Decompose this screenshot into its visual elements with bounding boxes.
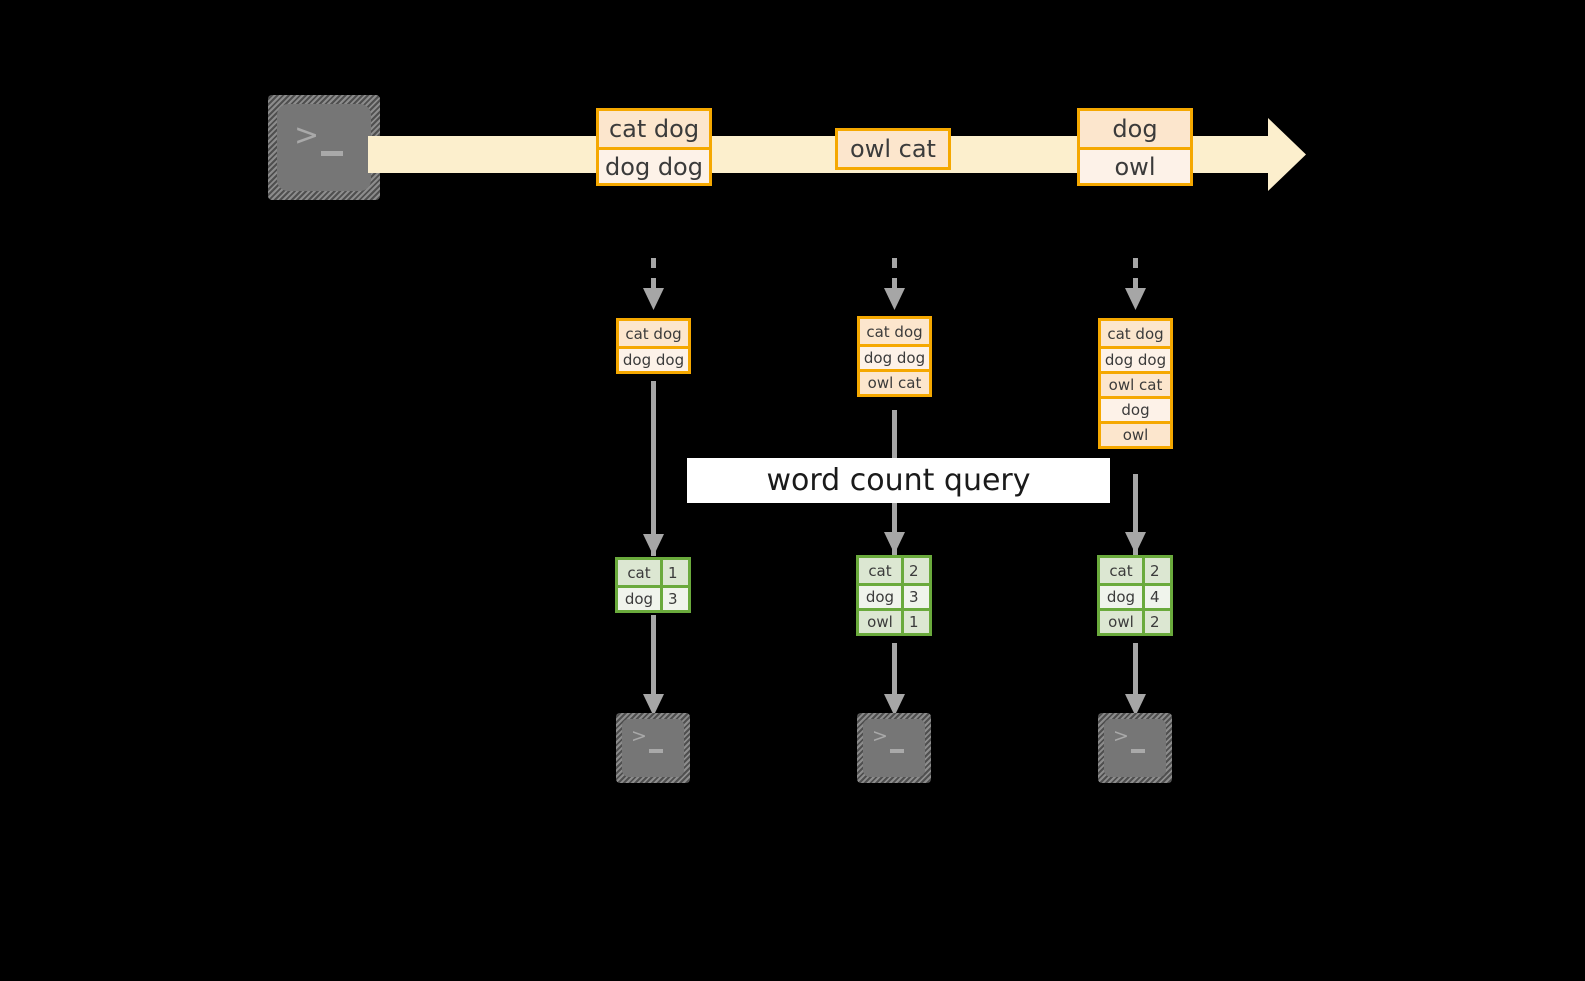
result-word: dog: [859, 586, 904, 608]
table-row: dog 3: [859, 583, 929, 608]
stream-arrow-head-icon: [1268, 118, 1306, 191]
snapshot-1-sink-terminal-icon: >: [616, 713, 690, 783]
result-count: 2: [1144, 611, 1170, 633]
terminal-screen: >: [1104, 719, 1166, 777]
snapshot-input-line: cat dog: [619, 321, 688, 346]
snapshot-1-result-table: cat 1 dog 3: [615, 557, 691, 613]
result-word: cat: [1100, 558, 1145, 583]
snapshot-input-line: dog: [1101, 396, 1170, 421]
snapshot-2-sink-connector: [892, 643, 897, 710]
result-word: cat: [859, 558, 904, 583]
stream-group-3: dog owl: [1077, 108, 1193, 186]
terminal-screen: >: [863, 719, 925, 777]
stream-record: dog dog: [599, 147, 709, 183]
snapshot-input-line: dog dog: [1101, 346, 1170, 371]
prompt-cursor-icon: [890, 749, 904, 753]
snapshot-input-line: dog dog: [619, 346, 688, 371]
snapshot-1-dashed-arrowhead-icon: [643, 288, 664, 310]
prompt-cursor-icon: [1131, 749, 1145, 753]
snapshot-3-query-arrowhead-icon: [1125, 532, 1146, 554]
prompt-chevron-icon: >: [872, 725, 888, 747]
source-terminal-icon: >: [268, 95, 380, 200]
result-count: 3: [903, 586, 929, 608]
result-count: 1: [662, 560, 688, 585]
result-count: 1: [903, 611, 929, 633]
prompt-cursor-icon: [649, 749, 663, 753]
result-word: dog: [1100, 586, 1145, 608]
terminal-screen: >: [622, 719, 684, 777]
snapshot-3-query-connector: [1133, 474, 1138, 555]
snapshot-input-line: cat dog: [1101, 321, 1170, 346]
snapshot-3-dashed-connector: [1133, 258, 1138, 288]
prompt-cursor-icon: [321, 151, 343, 156]
snapshot-1-dashed-connector: [651, 258, 656, 288]
prompt-chevron-icon: >: [294, 118, 320, 153]
snapshot-2-sink-terminal-icon: >: [857, 713, 931, 783]
table-row: dog 4: [1100, 583, 1170, 608]
snapshot-3-sink-connector: [1133, 643, 1138, 710]
snapshot-1-query-arrowhead-icon: [643, 534, 664, 556]
snapshot-3-result-table: cat 2 dog 4 owl 2: [1097, 555, 1173, 636]
table-row: cat 2: [859, 558, 929, 583]
snapshot-2-result-table: cat 2 dog 3 owl 1: [856, 555, 932, 636]
result-count: 3: [662, 588, 688, 610]
snapshot-input-line: owl: [1101, 421, 1170, 446]
stream-group-2: owl cat: [835, 128, 951, 170]
stream-record: cat dog: [599, 111, 709, 147]
snapshot-3-dashed-arrowhead-icon: [1125, 288, 1146, 310]
stream-record: owl cat: [838, 131, 948, 167]
table-row: cat 1: [618, 560, 688, 585]
stream-record: dog: [1080, 111, 1190, 147]
result-count: 2: [1144, 558, 1170, 583]
stream-record: owl: [1080, 147, 1190, 183]
table-row: owl 1: [859, 608, 929, 633]
snapshot-2-query-arrowhead-icon: [884, 532, 905, 554]
result-word: cat: [618, 560, 663, 585]
prompt-chevron-icon: >: [1113, 725, 1129, 747]
snapshot-1-query-connector: [651, 381, 656, 556]
table-row: dog 3: [618, 585, 688, 610]
table-row: cat 2: [1100, 558, 1170, 583]
snapshot-input-line: dog dog: [860, 344, 929, 369]
snapshot-input-line: owl cat: [860, 369, 929, 394]
terminal-screen: >: [277, 104, 371, 191]
table-row: owl 2: [1100, 608, 1170, 633]
stream-group-1: cat dog dog dog: [596, 108, 712, 186]
result-word: owl: [859, 611, 904, 633]
snapshot-2-dashed-connector: [892, 258, 897, 288]
snapshot-3-sink-terminal-icon: >: [1098, 713, 1172, 783]
query-label-banner: word count query: [687, 458, 1110, 503]
prompt-chevron-icon: >: [631, 725, 647, 747]
snapshot-3-input-box: cat dog dog dog owl cat dog owl: [1098, 318, 1173, 449]
snapshot-input-line: cat dog: [860, 319, 929, 344]
snapshot-2-input-box: cat dog dog dog owl cat: [857, 316, 932, 397]
result-count: 2: [903, 558, 929, 583]
result-word: owl: [1100, 611, 1145, 633]
result-word: dog: [618, 588, 663, 610]
snapshot-2-dashed-arrowhead-icon: [884, 288, 905, 310]
snapshot-1-input-box: cat dog dog dog: [616, 318, 691, 374]
snapshot-1-sink-connector: [651, 615, 656, 710]
result-count: 4: [1144, 586, 1170, 608]
snapshot-input-line: owl cat: [1101, 371, 1170, 396]
